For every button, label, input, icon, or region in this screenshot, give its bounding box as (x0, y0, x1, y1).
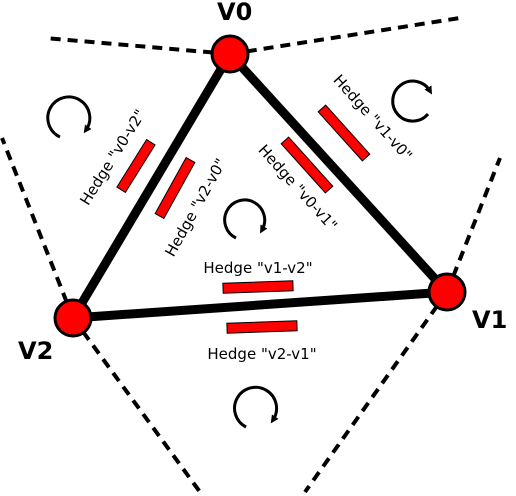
hedge-marker-v2-v1 (226, 320, 298, 334)
vertex-label-v0: V0 (217, 0, 252, 26)
vertices (53, 34, 467, 338)
dashed-edge-v2-down (71, 316, 202, 494)
dashed-edge-v1-up (445, 157, 502, 293)
outer-dashed-edges (0, 16, 502, 494)
circulation-arrow-right-face (391, 79, 433, 123)
hedge-labels: Hedge "v0-v2" Hedge "v2-v0" Hedge "v0-v1… (76, 71, 416, 363)
hedge-marker-v0-v2 (116, 138, 156, 194)
dashed-edge-v1-down (303, 290, 449, 494)
edge-v0-v1 (225, 49, 452, 297)
hedge-marker-v1-v0 (317, 104, 371, 162)
hedge-label-v1-v2: Hedge "v1-v2" (203, 259, 312, 277)
vertex-v2 (53, 298, 93, 338)
vertex-v1 (427, 272, 467, 312)
triangle-edges (68, 49, 452, 323)
circulation-arrow-inner-face (223, 198, 268, 240)
circulation-arrow-left-face (46, 95, 92, 139)
hedge-markers (116, 104, 371, 334)
edge-v2-v1 (68, 287, 452, 323)
circulation-arrows (46, 79, 433, 429)
hedge-label-v2-v1: Hedge "v2-v1" (207, 345, 316, 363)
dashed-edge-v2-up (0, 137, 75, 319)
vertex-label-v2: V2 (18, 337, 53, 365)
dashed-edge-v0-left (44, 36, 231, 56)
vertex-label-v1: V1 (472, 306, 507, 334)
edge-v0-v2 (68, 49, 235, 323)
hedge-marker-v1-v2 (222, 280, 294, 294)
vertex-labels: V0 V1 V2 (18, 0, 507, 365)
circulation-arrow-bottom-face (233, 385, 279, 429)
hedge-label-v2-v0: Hedge "v2-v0" (161, 155, 230, 259)
hedge-marker-v0-v1 (280, 136, 334, 194)
hedge-marker-v2-v0 (154, 156, 196, 220)
dashed-edge-v0-right (229, 16, 461, 56)
vertex-v0 (210, 34, 250, 74)
